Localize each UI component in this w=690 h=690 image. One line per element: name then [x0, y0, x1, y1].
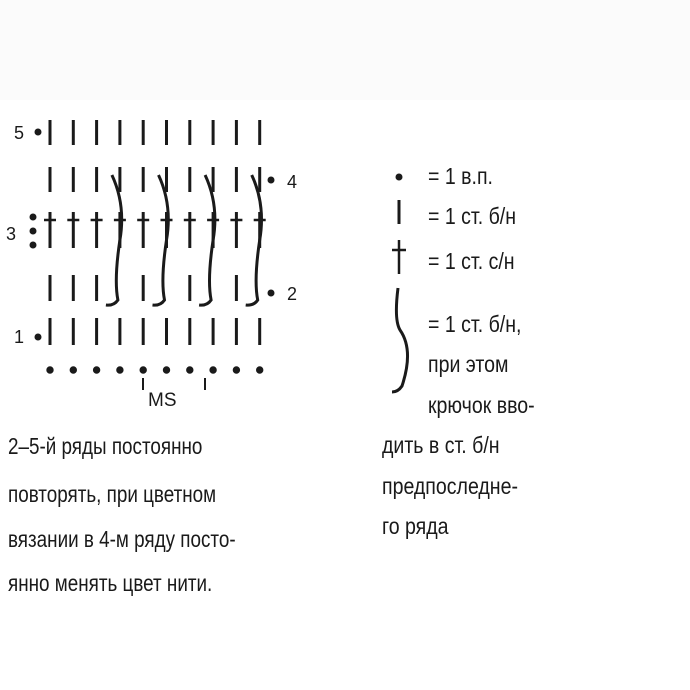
base-chain-dot — [46, 366, 54, 374]
base-chain-dot — [209, 366, 217, 374]
row-2-turning-chain — [267, 289, 275, 297]
row-number-4: 4 — [287, 172, 297, 192]
base-chain-dot — [232, 366, 241, 374]
crochet-chart: 5 4 3 2 1 MS — [6, 120, 297, 411]
dc-cross-icon — [392, 240, 406, 274]
legend-text-spike-3: крючок вво- — [428, 392, 535, 418]
row-number-1: 1 — [14, 327, 24, 347]
note-line-2: повторять, при цветном — [8, 481, 217, 507]
spike-stitch — [245, 174, 263, 307]
legend-text-spike-6: го ряда — [382, 513, 449, 539]
spike-stitch — [105, 174, 124, 307]
base-chain-dot — [92, 366, 101, 374]
legend-text-spike-2: при этом — [428, 351, 509, 377]
spike-stitch-icon — [391, 287, 409, 394]
legend-text-spike-1: = 1 ст. б/н, — [428, 311, 522, 337]
base-chain-dot — [116, 366, 124, 374]
row-number-5: 5 — [14, 123, 24, 143]
row-5-turning-chain — [34, 128, 42, 136]
spike-stitch — [198, 174, 217, 307]
base-chain-dot — [186, 366, 194, 374]
row-number-3: 3 — [6, 224, 16, 244]
legend-symbols — [391, 173, 409, 394]
base-chain-dot — [256, 366, 264, 374]
note-line-4: янно менять цвет нити. — [8, 570, 213, 596]
row-3-turning-chain — [29, 241, 37, 249]
legend-text-sc: = 1 ст. б/н — [428, 203, 517, 229]
note-line-3: вязании в 4-м ряду посто- — [8, 526, 236, 552]
row-number-2: 2 — [287, 284, 297, 304]
repeat-label: MS — [148, 390, 177, 411]
row-3-turning-chain — [29, 213, 37, 221]
legend-text-dc: = 1 ст. с/н — [428, 248, 515, 274]
row-1-turning-chain — [34, 333, 42, 341]
base-chain-dot — [139, 366, 147, 374]
top-band — [0, 0, 690, 100]
legend-text-chain: = 1 в.п. — [428, 163, 493, 189]
spike-stitch — [152, 174, 170, 307]
chain-dot-icon — [395, 173, 403, 181]
legend-text-spike-4: дить в ст. б/н — [382, 432, 500, 458]
row-3-turning-chain — [29, 227, 37, 235]
base-chain-dot — [69, 366, 78, 374]
base-chain-dot — [162, 366, 171, 374]
row-4-turning-chain — [267, 176, 275, 184]
note-line-1: 2–5-й ряды постоянно — [8, 433, 203, 459]
legend-text-spike-5: предпоследне- — [382, 473, 518, 499]
